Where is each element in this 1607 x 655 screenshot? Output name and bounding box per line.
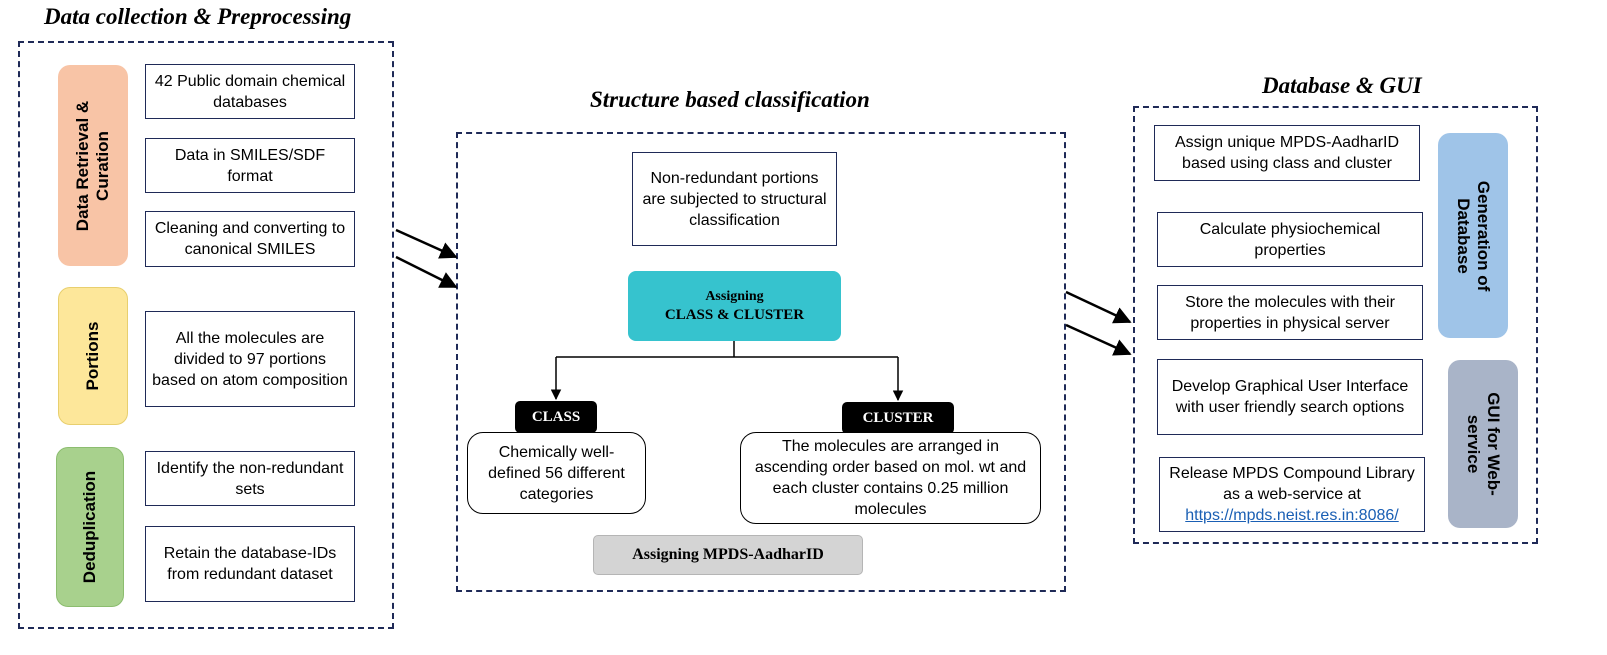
left-step-5: Identify the non-redundant sets [145, 451, 355, 506]
left-step-1: 42 Public domain chemical databases [145, 64, 355, 119]
right-step-1: Assign unique MPDS-AadharID based using … [1154, 125, 1420, 181]
right-step-5: Release MPDS Compound Library as a web-s… [1159, 457, 1425, 532]
left-section-title: Data collection & Preprocessing [44, 4, 352, 29]
left-step-3: Cleaning and converting to canonical SMI… [145, 211, 355, 267]
right-section-title: Database & GUI [1262, 73, 1422, 98]
stage-generation-of-database: Generation of Database [1438, 133, 1508, 338]
class-tag: CLASS [515, 401, 597, 433]
stage-data-retrieval: Data Retrieval & Curation [58, 65, 128, 266]
assigning-label: Assigning [705, 289, 764, 304]
right-step-3: Store the molecules with their propertie… [1157, 285, 1423, 340]
right-step-4: Develop Graphical User Interface with us… [1157, 359, 1423, 435]
arrow-middle-to-right-2 [1065, 323, 1132, 356]
middle-section-title: Structure based classification [590, 87, 870, 112]
left-step-6: Retain the database-IDs from redundant d… [145, 526, 355, 602]
stage-gui-web-service: GUI for Web-service [1448, 360, 1518, 528]
assigning-class-cluster-box: Assigning CLASS & CLUSTER [628, 271, 841, 341]
cluster-tag: CLUSTER [842, 402, 954, 434]
structural-classification-box: Non-redundant portions are subjected to … [632, 152, 837, 246]
stage-deduplication: Deduplication [56, 447, 124, 607]
class-cluster-label: CLASS & CLUSTER [664, 307, 805, 323]
arrow-middle-to-right-1 [1065, 290, 1132, 324]
cluster-description: The molecules are arranged in ascending … [740, 432, 1041, 524]
left-panel [18, 41, 394, 629]
class-description: Chemically well-defined 56 different cat… [467, 432, 646, 514]
arrow-left-to-middle-1 [395, 228, 458, 259]
right-panel [1133, 106, 1538, 544]
left-step-4: All the molecules are divided to 97 port… [145, 311, 355, 407]
release-text: Release MPDS Compound Library as a web-s… [1169, 465, 1415, 503]
assigning-aadharid-box: Assigning MPDS-AadharID [593, 535, 863, 575]
left-step-2: Data in SMILES/SDF format [145, 138, 355, 193]
arrow-left-to-middle-2 [395, 255, 458, 289]
release-link[interactable]: https://mpds.neist.res.in:8086/ [1185, 507, 1399, 524]
stage-portions: Portions [58, 287, 128, 425]
right-step-2: Calculate physiochemical properties [1157, 212, 1423, 267]
middle-panel [456, 132, 1066, 592]
